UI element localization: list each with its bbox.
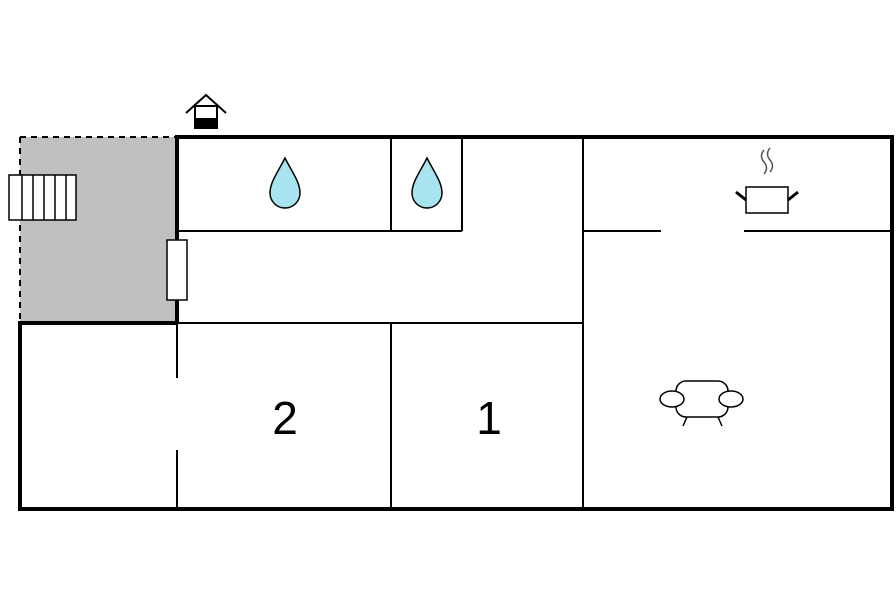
entrance-door (166, 239, 188, 301)
stairs-icon (8, 174, 77, 221)
terrace (19, 136, 177, 323)
house-entrance-icon (185, 93, 227, 129)
water-drop-icon (411, 156, 443, 209)
room-number-1: 1 (476, 392, 502, 444)
cooking-pot-icon (735, 147, 799, 214)
water-drop-icon (269, 156, 301, 209)
outer-walls (18, 135, 894, 511)
room-number-2: 2 (272, 392, 298, 444)
interior-walls (176, 137, 892, 509)
sofa-icon (659, 380, 744, 427)
